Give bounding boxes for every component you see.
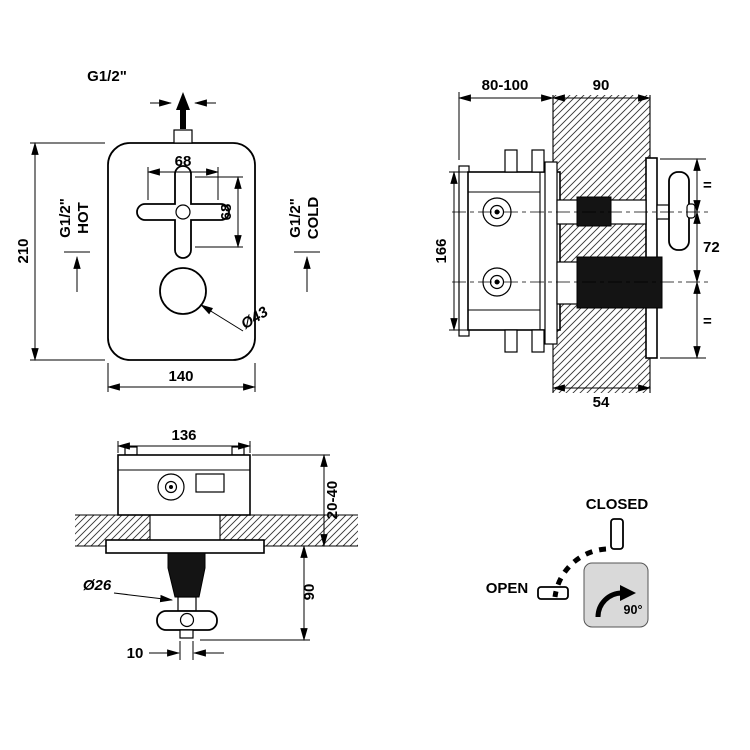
dim-spacing-vertical: 68 bbox=[195, 175, 243, 249]
dim-stem-diameter: Ø26 bbox=[83, 577, 174, 603]
trim-depth-value: 54 bbox=[593, 394, 610, 411]
rotation-arrow-arc bbox=[595, 590, 623, 618]
cross-handle-hub-top bbox=[179, 612, 195, 628]
dim-protrusion-bottom: 90 bbox=[200, 544, 318, 642]
knob-stem bbox=[556, 261, 580, 305]
plaster-shield bbox=[544, 161, 558, 345]
dim-body-height: 166 bbox=[433, 170, 468, 332]
cold-thread-label: G1/2" bbox=[287, 198, 304, 238]
hot-port-labels: G1/2" HOT bbox=[57, 198, 92, 292]
dim-recess-depth: 80-100 bbox=[457, 77, 555, 160]
handle-stem-top bbox=[177, 596, 197, 612]
protrusion-side-value: 90 bbox=[593, 77, 610, 94]
wall-thickness-value: 20-40 bbox=[324, 481, 341, 519]
volume-knob-side bbox=[576, 256, 663, 309]
cross-handle-side bbox=[668, 171, 690, 251]
open-label: OPEN bbox=[486, 580, 529, 597]
top-tab-2 bbox=[531, 149, 545, 173]
flow-arrow-icon bbox=[176, 92, 190, 129]
recess-depth-value: 80-100 bbox=[482, 77, 529, 94]
angle-label: 90° bbox=[624, 603, 643, 617]
plate-height-value: 210 bbox=[15, 238, 32, 263]
handle-spacing-value: 72 bbox=[703, 239, 720, 256]
dim-tip-width: 10 bbox=[127, 641, 224, 662]
trim-plate-top bbox=[105, 539, 265, 554]
spacing-v-value: 68 bbox=[218, 204, 235, 221]
dim-handle-spacing: = 72 = bbox=[660, 157, 720, 360]
handle-closed-position bbox=[610, 518, 624, 550]
knob-top-view bbox=[167, 552, 206, 598]
bottom-view: 136 20-40 90 Ø26 10 bbox=[75, 427, 358, 662]
dim-spacing-horizontal: 68 bbox=[146, 153, 220, 200]
cold-label: COLD bbox=[305, 197, 322, 240]
dim-body-width: 136 bbox=[116, 427, 252, 453]
fixing-tab-right bbox=[231, 446, 245, 456]
dim-wall-thickness: 20-40 bbox=[252, 453, 341, 548]
volume-knob bbox=[159, 267, 207, 315]
fixing-tab-left bbox=[124, 446, 138, 456]
side-view: 80-100 90 166 = 72 = 54 bbox=[433, 77, 720, 411]
handle-open-position bbox=[537, 586, 569, 600]
cartridge-block bbox=[195, 473, 225, 493]
stem-diameter-label: Ø26 bbox=[83, 577, 112, 594]
top-tab-1 bbox=[504, 149, 518, 173]
hot-thread-label: G1/2" bbox=[57, 198, 74, 238]
top-port bbox=[173, 129, 193, 144]
protrusion-bottom-value: 90 bbox=[301, 584, 318, 601]
equal-top-mark: = bbox=[703, 177, 712, 194]
knob-leader-line bbox=[200, 304, 244, 332]
front-view: G1/2" 68 68 Ø43 G1/2" HOT bbox=[15, 68, 322, 392]
bottom-tab-1 bbox=[504, 329, 518, 353]
handle-tip bbox=[179, 629, 194, 639]
rotation-diagram: CLOSED OPEN 90° bbox=[486, 496, 649, 628]
rotation-arrow-head bbox=[620, 585, 636, 601]
cross-handle-hub bbox=[175, 204, 191, 220]
upper-shaft-cartridge bbox=[576, 196, 612, 227]
spacing-h-value: 68 bbox=[175, 153, 192, 170]
cross-handle-hub-side bbox=[686, 203, 696, 219]
dim-trim-depth: 54 bbox=[551, 384, 652, 411]
equal-bottom-mark: = bbox=[703, 313, 712, 330]
dim-protrusion-side: 90 bbox=[551, 77, 652, 102]
body-width-value: 136 bbox=[171, 427, 196, 444]
top-thread-label: G1/2" bbox=[87, 68, 127, 85]
dim-plate-height: 210 bbox=[15, 141, 105, 362]
dim-plate-width: 140 bbox=[106, 363, 257, 392]
hot-label: HOT bbox=[75, 202, 92, 234]
cold-port-labels: G1/2" COLD bbox=[287, 197, 322, 292]
plate-width-value: 140 bbox=[168, 368, 193, 385]
tip-width-value: 10 bbox=[127, 645, 144, 662]
body-height-value: 166 bbox=[433, 238, 450, 263]
wall-hatch bbox=[553, 95, 650, 393]
closed-label: CLOSED bbox=[586, 496, 649, 513]
bottom-tab-2 bbox=[531, 329, 545, 353]
